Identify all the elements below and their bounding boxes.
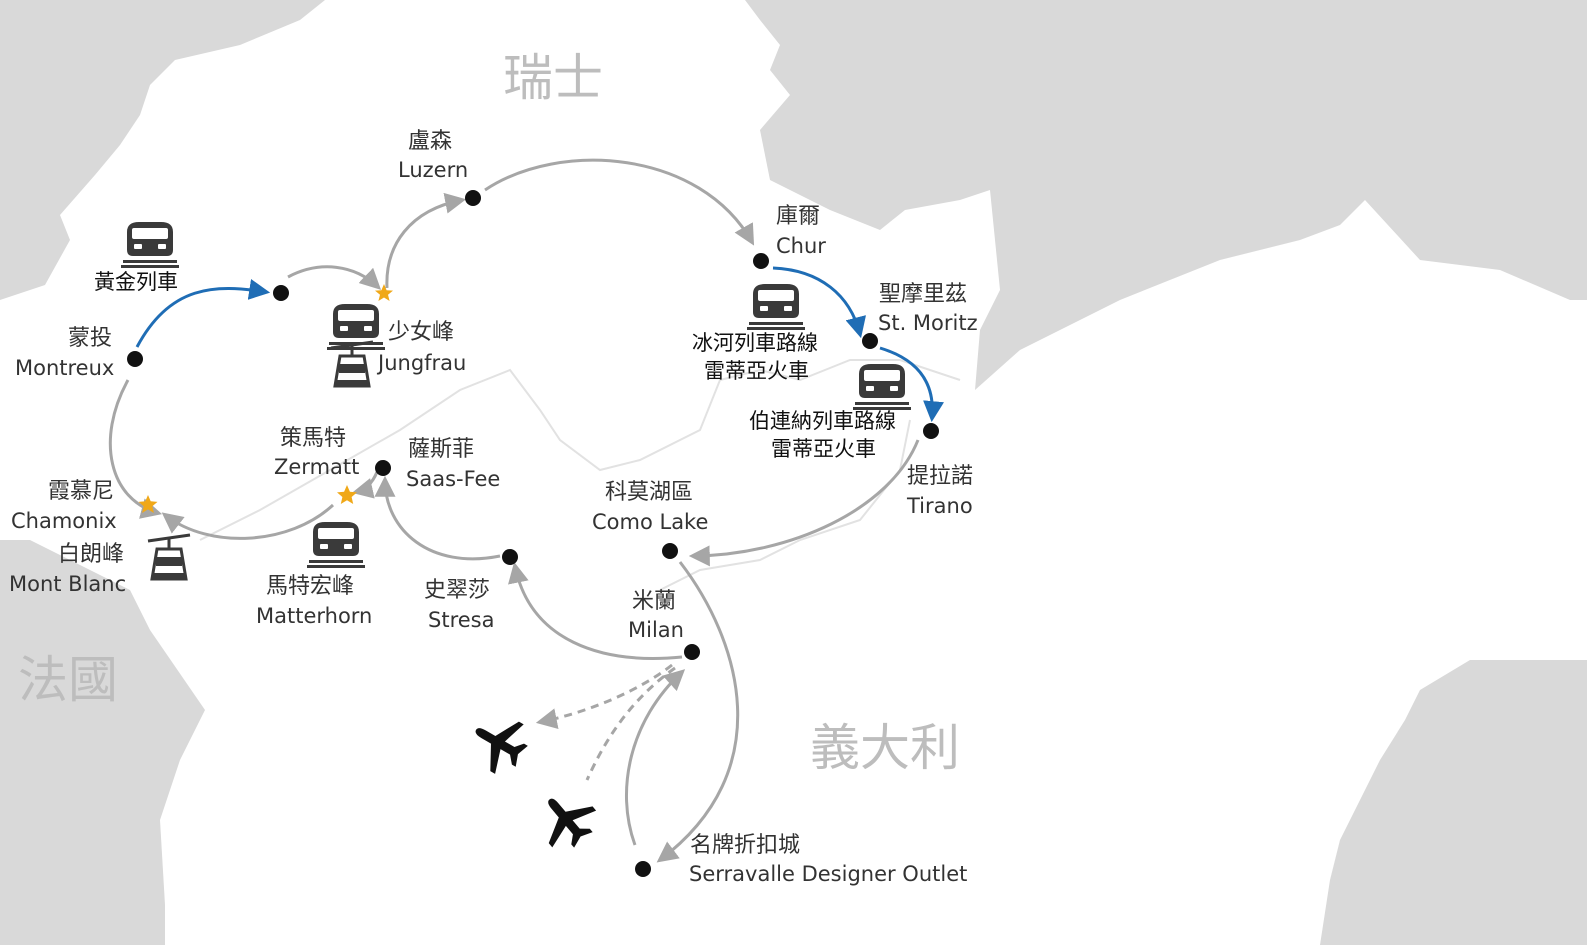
route-chur-stmoritz <box>772 266 866 339</box>
route-milan-stresa <box>508 561 683 660</box>
label-zermatt-en: Zermatt <box>274 455 359 479</box>
label-glacier-line1: 冰河列車路線 <box>692 331 818 355</box>
label-montblanc-en: Mont Blanc <box>9 572 126 596</box>
blue-routes <box>135 266 944 423</box>
label-chur-en: Chur <box>776 234 826 258</box>
label-comolake-en: Como Lake <box>592 510 708 534</box>
label-comolake-zh: 科莫湖區 <box>605 480 693 505</box>
label-chur-zh: 庫爾 <box>776 204 820 229</box>
flight-route-2 <box>585 666 676 781</box>
stop-dot-stmoritz[interactable] <box>862 333 878 349</box>
label-matterhorn-zh: 馬特宏峰 <box>266 574 354 599</box>
route-montreux-chamonix <box>108 379 163 519</box>
route-stmoritz-tirano <box>879 346 944 423</box>
flight-route-1 <box>535 663 673 729</box>
stars <box>138 284 393 513</box>
gray-routes <box>108 158 920 863</box>
route-como-outlet <box>656 561 740 863</box>
label-zermatt-zh: 策馬特 <box>280 426 346 451</box>
country-label-france: 法國 <box>18 651 118 709</box>
label-matterhorn-en: Matterhorn <box>256 604 372 628</box>
route-golden-pass <box>135 279 271 348</box>
label-milan-zh: 米蘭 <box>632 589 676 614</box>
country-label-switzerland: 瑞士 <box>503 49 603 107</box>
label-bernina-line1: 伯連納列車路線 <box>749 409 896 433</box>
label-outlet-en: Serravalle Designer Outlet <box>689 862 967 886</box>
stop-dot-golden-pass-end[interactable] <box>273 285 289 301</box>
star-icon <box>375 284 393 301</box>
label-tirano-en: Tirano <box>906 494 973 518</box>
train-icon <box>121 222 179 268</box>
label-stresa-zh: 史翠莎 <box>424 578 490 603</box>
label-outlet-zh: 名牌折扣城 <box>690 833 800 858</box>
route-jungfrau-luzern <box>385 192 467 289</box>
label-bernina-line2: 雷蒂亞火車 <box>771 437 876 461</box>
route-zermatt-chamonix <box>161 503 335 540</box>
label-stresa-en: Stresa <box>428 608 494 632</box>
label-montblanc-zh: 白朗峰 <box>58 542 124 567</box>
label-saasfee-zh: 薩斯菲 <box>408 437 474 462</box>
label-saasfee-en: Saas-Fee <box>406 467 500 491</box>
label-stmoritz-en: St. Moritz <box>878 311 978 335</box>
label-milan-en: Milan <box>628 618 684 642</box>
label-jungfrau-zh: 少女峰 <box>388 320 454 345</box>
route-luzern-chur <box>484 158 755 246</box>
stop-dot-montreux[interactable] <box>127 351 143 367</box>
route-outlet-milan <box>625 669 686 846</box>
stop-dot-stresa[interactable] <box>502 549 518 565</box>
train-icon <box>747 284 805 330</box>
star-icon <box>138 495 158 513</box>
route-saasfee-zermatt <box>351 471 379 499</box>
stop-dot-milan[interactable] <box>684 644 700 660</box>
route-tirano-como <box>688 439 920 567</box>
stop-dot-outlet[interactable] <box>635 861 651 877</box>
label-montreux-zh: 蒙投 <box>68 326 112 351</box>
label-jungfrau-en: Jungfrau <box>376 351 466 375</box>
label-golden-pass: 黃金列車 <box>94 270 178 294</box>
stop-dot-saasfee[interactable] <box>375 460 391 476</box>
label-luzern-en: Luzern <box>398 158 468 182</box>
train-icon <box>307 522 365 568</box>
route-stresa-saasfee <box>374 475 501 561</box>
stop-dot-chur[interactable] <box>753 253 769 269</box>
stop-dots <box>127 190 939 877</box>
label-luzern-zh: 盧森 <box>408 129 452 154</box>
label-montreux-en: Montreux <box>15 356 114 380</box>
label-glacier-line2: 雷蒂亞火車 <box>704 359 809 383</box>
flight-routes <box>535 663 676 781</box>
stop-dot-luzern[interactable] <box>465 190 481 206</box>
label-chamonix-en: Chamonix <box>11 509 117 533</box>
route-pass-jungfrau <box>287 265 382 290</box>
label-tirano-zh: 提拉諾 <box>907 464 973 489</box>
label-chamonix-zh: 霞慕尼 <box>48 479 114 504</box>
stop-dot-comolake[interactable] <box>662 543 678 559</box>
star-icon <box>337 485 357 504</box>
train-icon <box>853 364 911 410</box>
country-label-italy: 義大利 <box>810 719 960 777</box>
stop-dot-tirano[interactable] <box>923 423 939 439</box>
label-stmoritz-zh: 聖摩里茲 <box>879 282 967 307</box>
